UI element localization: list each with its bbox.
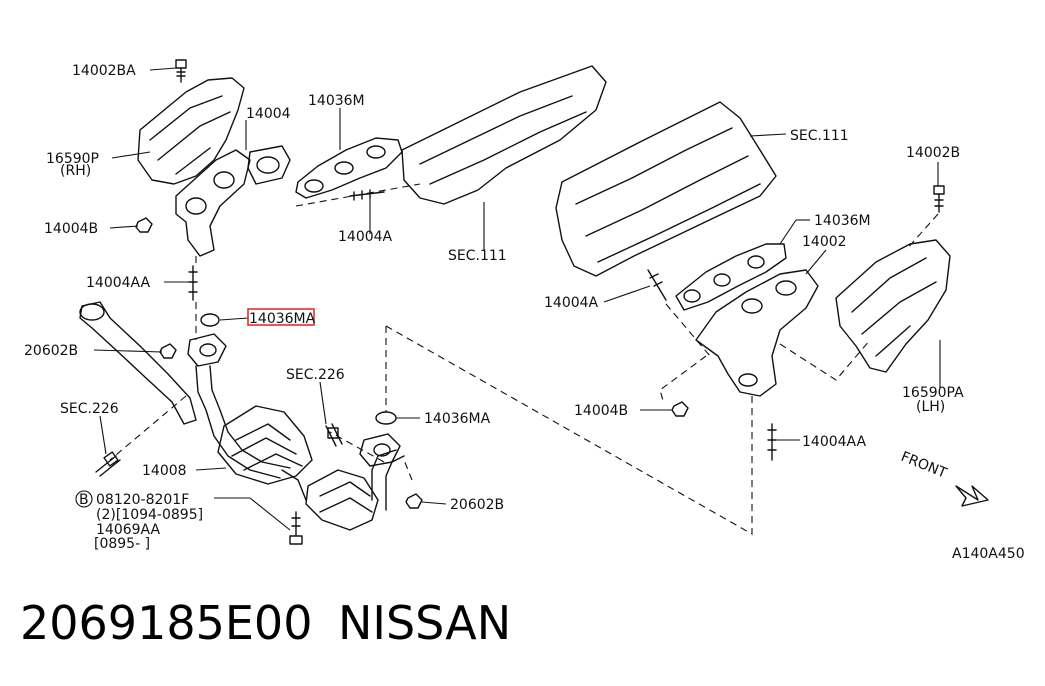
bolt-14069AA — [289, 511, 303, 545]
bolt-14002BA — [175, 59, 187, 83]
label-14036M-lh[interactable]: 14036M — [814, 213, 871, 229]
label-14002B[interactable]: 14002B — [906, 145, 960, 161]
gasket-14004-rh — [247, 145, 291, 185]
label-14069AA-range: [0895- ] — [94, 536, 150, 552]
converter-lower — [305, 469, 379, 531]
stud-14004AA-lh — [767, 423, 777, 461]
gasket-14036M-lh — [675, 243, 787, 311]
gasket-14036MA-upper — [200, 313, 220, 327]
label-14036MA-highlighted[interactable]: 14036MA — [249, 311, 316, 327]
label-front: FRONT — [899, 449, 950, 482]
nut-20602B-left — [159, 343, 177, 359]
gasket-14036MA-lower — [375, 411, 397, 425]
label-sec226-left[interactable]: SEC.226 — [60, 401, 119, 417]
label-sec111-rh[interactable]: SEC.111 — [448, 248, 507, 264]
highlight-box — [247, 308, 315, 326]
label-14004AA-lh[interactable]: 14004AA — [802, 434, 867, 450]
cylinder-head-lh — [555, 101, 777, 277]
label-bolt-circle: B — [79, 492, 89, 508]
exhaust-manifold-lh — [695, 269, 819, 397]
leader-lines — [93, 67, 941, 531]
label-14004AA-rh[interactable]: 14004AA — [86, 275, 151, 291]
label-14004B-rh[interactable]: 14004B — [44, 221, 98, 237]
oxygen-sensor-mid — [325, 423, 343, 447]
stud-14004AA-rh — [188, 265, 198, 301]
stud-14004A-lh — [647, 269, 667, 301]
label-bolt-qty: (2)[1094-0895] — [96, 507, 203, 523]
nut-20602B-right — [405, 493, 423, 509]
front-arrow-icon — [955, 485, 989, 507]
label-14069AA[interactable]: 14069AA — [96, 522, 161, 538]
bolt-circle-icon — [75, 490, 93, 508]
catalytic-converter-14008 — [217, 405, 313, 485]
label-sec111-lh[interactable]: SEC.111 — [790, 128, 849, 144]
label-20602B-right[interactable]: 20602B — [450, 497, 504, 513]
oxygen-sensor-left — [95, 451, 121, 477]
gasket-14036M-rh — [295, 137, 403, 199]
label-16590P[interactable]: 16590P — [46, 151, 99, 167]
label-14002[interactable]: 14002 — [802, 234, 847, 250]
label-16590PA-side: (LH) — [916, 399, 945, 415]
label-diagram-id: A140A450 — [952, 546, 1025, 562]
label-14004B-lh[interactable]: 14004B — [574, 403, 628, 419]
label-14002BA[interactable]: 14002BA — [72, 63, 136, 79]
part-number: 2069185E00 — [20, 596, 313, 650]
heat-shield-lh — [835, 239, 951, 373]
label-14036MA-mid[interactable]: 14036MA — [424, 411, 491, 427]
label-14008[interactable]: 14008 — [142, 463, 187, 479]
label-08120-8201F[interactable]: 08120-8201F — [96, 492, 189, 508]
nut-14004B-rh — [135, 217, 153, 233]
label-14004A-rh[interactable]: 14004A — [338, 229, 393, 245]
exhaust-manifold-rh — [175, 149, 251, 257]
brand-name: NISSAN — [338, 596, 512, 650]
label-14004A-lh[interactable]: 14004A — [544, 295, 599, 311]
front-tube-rh — [79, 301, 197, 425]
nut-14004B-lh — [671, 401, 689, 417]
cylinder-head-rh — [401, 65, 607, 205]
label-16590PA[interactable]: 16590PA — [902, 385, 964, 401]
label-20602B-left[interactable]: 20602B — [24, 343, 78, 359]
heat-shield-rh — [137, 77, 245, 185]
label-14036M-rh[interactable]: 14036M — [308, 93, 365, 109]
label-16590P-side: (RH) — [60, 163, 91, 179]
label-sec226-mid[interactable]: SEC.226 — [286, 367, 345, 383]
label-14004-top[interactable]: 14004 — [246, 106, 291, 122]
bolt-14002B — [933, 185, 945, 213]
